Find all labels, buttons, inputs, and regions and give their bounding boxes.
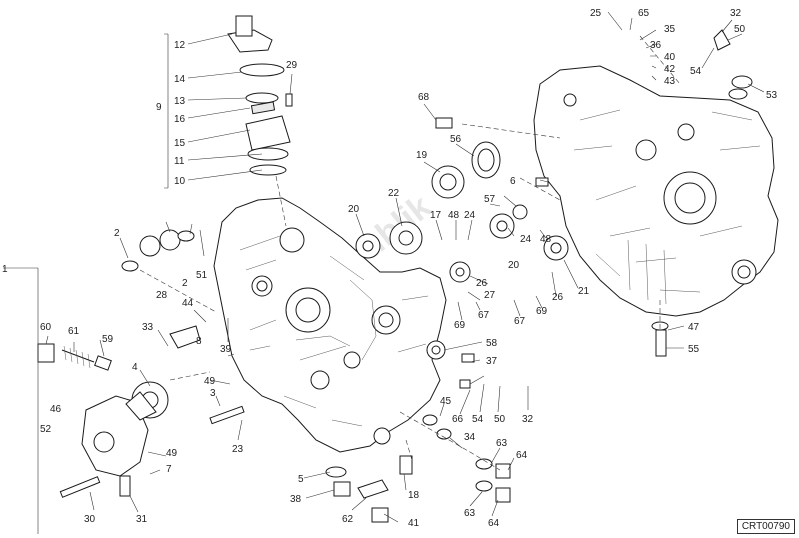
callout-39: 39 <box>220 344 232 355</box>
callout-64: 64 <box>516 450 528 461</box>
callout-13: 13 <box>174 96 186 107</box>
callout-23: 23 <box>232 444 244 455</box>
callout-27: 27 <box>484 290 496 301</box>
callout-12: 12 <box>174 40 186 51</box>
right-crankcase-half <box>533 65 779 317</box>
callout-11: 11 <box>174 156 185 167</box>
oil-pump-group <box>37 343 169 498</box>
callout-37: 37 <box>486 356 498 367</box>
callout-51: 51 <box>196 270 208 281</box>
callout-57: 57 <box>484 194 496 205</box>
callout-20: 20 <box>508 260 520 271</box>
callout-38: 38 <box>290 494 302 505</box>
callout-50: 50 <box>494 414 506 425</box>
callout-22: 22 <box>388 188 400 199</box>
callout-49: 49 <box>204 376 216 387</box>
callout-28: 28 <box>156 290 168 301</box>
callout-3: 3 <box>210 388 216 399</box>
callout-2: 2 <box>182 278 188 289</box>
callout-49: 49 <box>166 448 178 459</box>
callout-34: 34 <box>464 432 476 443</box>
callout-69: 69 <box>454 320 466 331</box>
leader-lines <box>3 11 765 534</box>
callout-45: 45 <box>440 396 452 407</box>
callout-36: 36 <box>650 40 662 51</box>
callout-17: 17 <box>430 210 442 221</box>
callout-52: 52 <box>40 424 52 435</box>
callout-54: 54 <box>690 66 702 77</box>
callout-61: 61 <box>68 326 80 337</box>
callout-58: 58 <box>486 338 498 349</box>
callout-63: 63 <box>496 438 508 449</box>
callout-6: 6 <box>510 176 516 187</box>
callout-43: 43 <box>664 76 676 87</box>
callout-63: 63 <box>464 508 476 519</box>
callout-67: 67 <box>478 310 490 321</box>
callout-26: 26 <box>476 278 488 289</box>
callout-19: 19 <box>416 150 428 161</box>
callout-14: 14 <box>174 74 186 85</box>
callout-42: 42 <box>664 64 676 75</box>
callout-16: 16 <box>174 114 186 125</box>
callout-1: 1 <box>2 264 8 275</box>
callout-18: 18 <box>408 490 420 501</box>
callout-9: 9 <box>156 102 162 113</box>
callout-41: 41 <box>408 518 420 529</box>
callout-55: 55 <box>688 344 700 355</box>
callout-59: 59 <box>102 334 114 345</box>
callout-64: 64 <box>488 518 500 529</box>
callout-65: 65 <box>638 8 650 19</box>
callout-4: 4 <box>132 362 138 373</box>
callout-31: 31 <box>136 514 148 525</box>
callout-69: 69 <box>536 306 548 317</box>
callout-20: 20 <box>348 204 360 215</box>
callout-66: 66 <box>452 414 464 425</box>
callout-7: 7 <box>166 464 172 475</box>
callout-46: 46 <box>50 404 62 415</box>
left-crankcase-half <box>213 197 447 453</box>
callout-62: 62 <box>342 514 354 525</box>
callout-labels: 1 2 2 3 4 5 6 7 8 9 10 11 12 13 14 15 16… <box>2 8 778 529</box>
callout-29: 29 <box>286 60 298 71</box>
callout-47: 47 <box>688 322 700 333</box>
bearings-and-seals <box>121 29 753 523</box>
callout-26: 26 <box>552 292 564 303</box>
callout-8: 8 <box>196 336 202 347</box>
callout-24: 24 <box>520 234 532 245</box>
callout-30: 30 <box>84 514 96 525</box>
callout-32: 32 <box>522 414 534 425</box>
callout-44: 44 <box>182 298 194 309</box>
callout-60: 60 <box>40 322 52 333</box>
callout-5: 5 <box>298 474 304 485</box>
callout-54: 54 <box>472 414 484 425</box>
callout-15: 15 <box>174 138 186 149</box>
callout-48: 48 <box>448 210 460 221</box>
callout-33: 33 <box>142 322 154 333</box>
callout-40: 40 <box>664 52 676 63</box>
callout-48: 48 <box>540 234 552 245</box>
callout-32: 32 <box>730 8 742 19</box>
callout-2: 2 <box>114 228 120 239</box>
diagram-code: CRT00790 <box>736 519 795 534</box>
callout-67: 67 <box>514 316 526 327</box>
callout-10: 10 <box>174 176 186 187</box>
callout-50: 50 <box>734 24 746 35</box>
callout-25: 25 <box>590 8 602 19</box>
oil-pump-cover-group <box>227 15 293 176</box>
callout-35: 35 <box>664 24 676 35</box>
assembly-axes <box>139 35 681 471</box>
callout-68: 68 <box>418 92 430 103</box>
callout-53: 53 <box>766 90 778 101</box>
callout-24: 24 <box>464 210 476 221</box>
callout-56: 56 <box>450 134 462 145</box>
callout-21: 21 <box>578 286 590 297</box>
